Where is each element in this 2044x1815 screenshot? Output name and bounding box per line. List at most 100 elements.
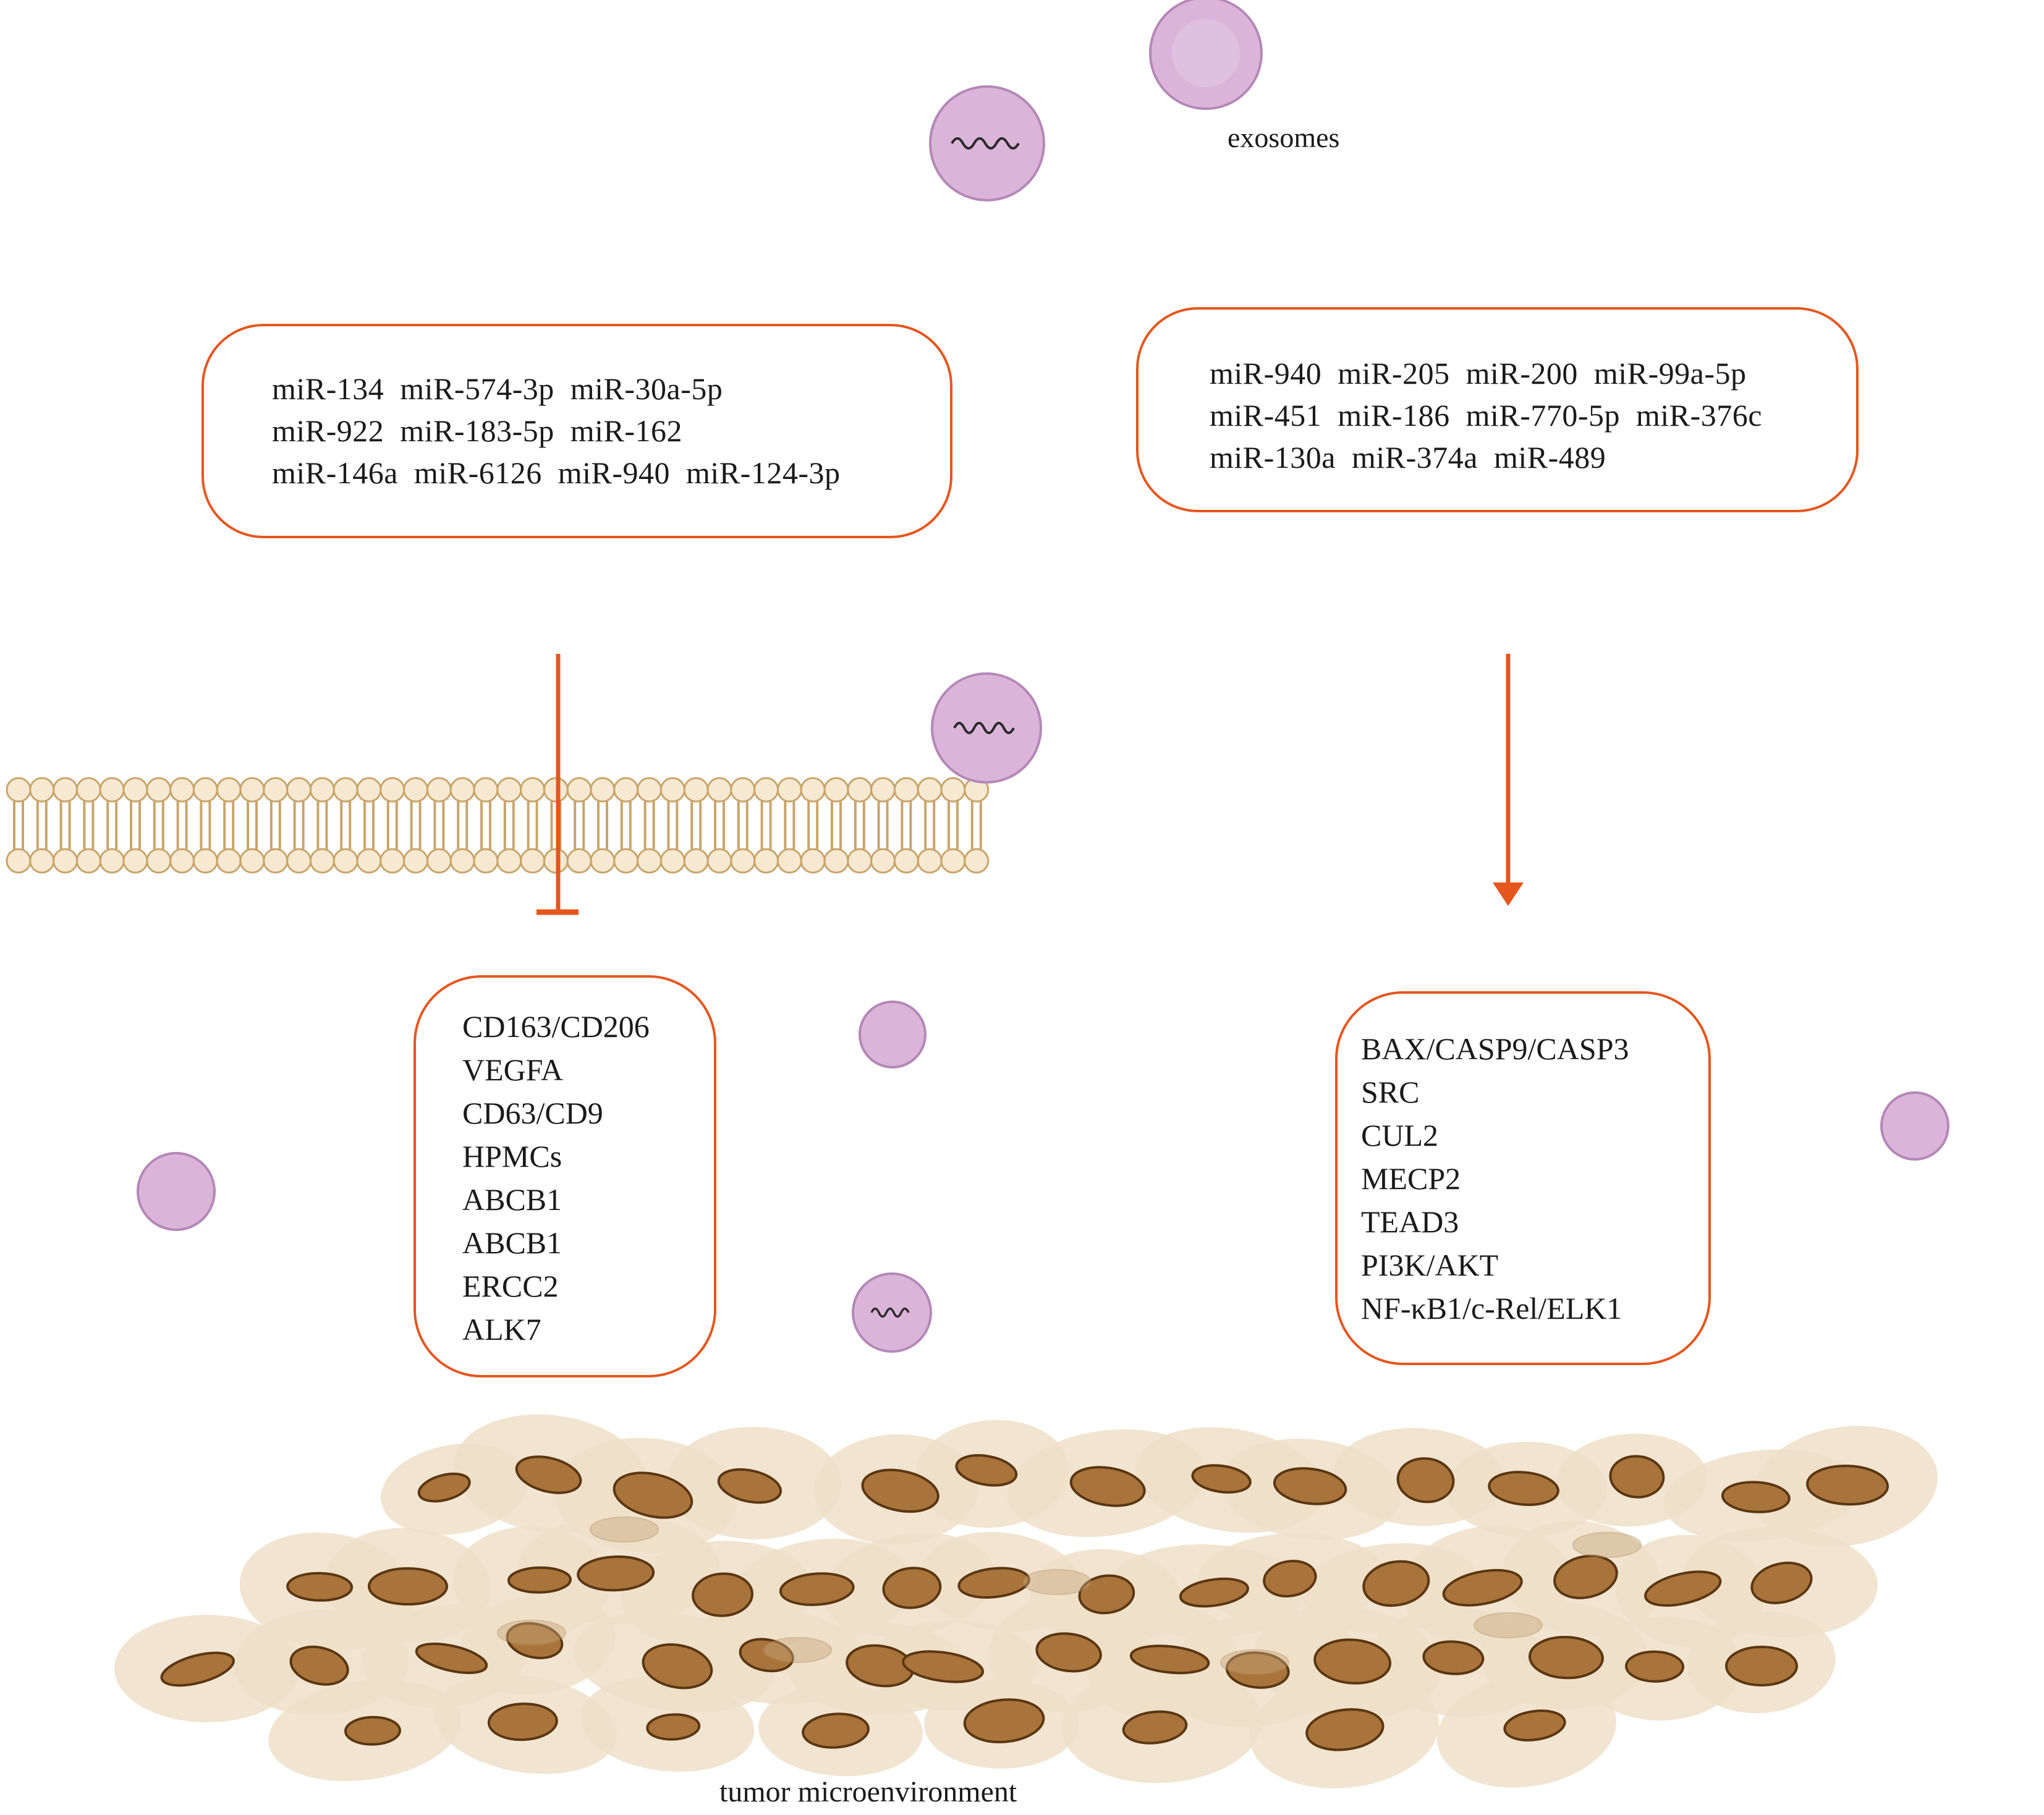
cell-nucleus: [1503, 1709, 1566, 1741]
faded-nucleus: [1022, 1569, 1092, 1595]
target-item: CD63/CD9: [462, 1096, 603, 1130]
exosome: [1149, 0, 1263, 110]
cell-nucleus: [506, 1622, 564, 1659]
mirna-line: miR-922 miR-183-5p miR-162: [272, 413, 682, 448]
faded-nucleus: [1474, 1612, 1543, 1638]
lipid-head: [75, 777, 101, 803]
cell-nucleus: [1313, 1638, 1392, 1685]
lipid-head: [590, 848, 616, 874]
cell-nucleus: [1263, 1560, 1317, 1597]
lipid-head: [706, 848, 732, 874]
cell-nucleus: [1129, 1644, 1210, 1675]
cell-nucleus: [739, 1638, 794, 1672]
lipid-head: [613, 848, 639, 874]
lipid-head: [99, 848, 125, 874]
faded-nucleus: [1220, 1649, 1289, 1675]
cell-nucleus: [507, 1566, 572, 1594]
lipid-head: [847, 848, 873, 874]
lipid-head: [146, 848, 172, 874]
mirna-line: miR-134 miR-574-3p miR-30a-5p: [272, 371, 723, 406]
cell-nucleus: [1750, 1562, 1813, 1604]
lipid-head: [216, 777, 242, 803]
lipid-head: [239, 777, 265, 803]
lipid-head: [659, 848, 685, 874]
lipid-head: [776, 848, 802, 874]
cell-nucleus: [344, 1716, 402, 1746]
exosome: [137, 1152, 216, 1231]
lipid-head: [543, 777, 569, 803]
lipid-head: [940, 848, 966, 874]
lipid-head: [543, 848, 569, 874]
mirna-line: miR-940 miR-205 miR-200 miR-99a-5p: [1210, 356, 1747, 391]
lipid-head: [333, 848, 358, 874]
lipid-head: [753, 848, 779, 874]
lipid-head: [380, 848, 405, 874]
lipid-head: [356, 848, 382, 874]
cell-nucleus: [1725, 1646, 1798, 1686]
faded-nucleus: [590, 1517, 659, 1542]
rna-strand-icon: [951, 137, 1020, 150]
lipid-head: [730, 777, 756, 803]
cell-nucleus: [1362, 1560, 1430, 1607]
cell-nucleus: [1396, 1457, 1455, 1504]
cell-nucleus: [642, 1643, 713, 1690]
mirna-line: miR-451 miR-186 miR-770-5p miR-376c: [1210, 398, 1762, 433]
lipid-head: [263, 777, 289, 803]
cell-nucleus: [415, 1642, 488, 1674]
lipid-head: [893, 848, 919, 874]
lipid-head: [870, 777, 896, 803]
cell-nucleus: [160, 1651, 235, 1687]
target-item: ALK7: [462, 1312, 541, 1347]
inhibitory-mirna-box: miR-134 miR-574-3p miR-30a-5p miR-922 mi…: [201, 324, 952, 538]
lipid-head: [566, 777, 592, 803]
cell-nucleus: [1528, 1636, 1604, 1680]
cell-nucleus: [955, 1454, 1018, 1487]
cell-nucleus: [1191, 1464, 1252, 1494]
lipid-head: [380, 777, 405, 803]
lipid-head: [683, 777, 709, 803]
target-item: ERCC2: [462, 1269, 559, 1303]
cell-nucleus: [1644, 1570, 1722, 1607]
rna-strand-icon: [953, 722, 1015, 734]
cell-nucleus: [1122, 1710, 1188, 1745]
promoting-mirna-box: miR-940 miR-205 miR-200 miR-99a-5p miR-4…: [1136, 307, 1859, 512]
target-item: NF-κB1/c-Rel/ELK1: [1361, 1291, 1622, 1326]
lipid-head: [613, 777, 639, 803]
cell-nucleus: [487, 1703, 558, 1741]
lipid-head: [309, 777, 335, 803]
lipid-head: [6, 848, 32, 874]
target-item: VEGFA: [462, 1052, 563, 1087]
lipid-head: [847, 777, 873, 803]
lipid-head: [823, 777, 849, 803]
lipid-head: [333, 777, 358, 803]
faded-nucleus: [763, 1637, 832, 1663]
lipid-head: [239, 848, 265, 874]
rna-strand-icon: [870, 1307, 910, 1318]
cell-nucleus: [515, 1455, 582, 1494]
target-item: CUL2: [1361, 1118, 1438, 1153]
cell-nucleus: [963, 1698, 1045, 1743]
cell-nucleus: [1625, 1650, 1685, 1683]
lipid-head: [566, 848, 592, 874]
lipid-head: [753, 777, 779, 803]
lipid-head: [426, 777, 452, 803]
lipid-head: [730, 848, 756, 874]
exosome-with-rna: [852, 1272, 932, 1353]
exosome-with-rna: [931, 672, 1042, 784]
cell-nuclei: [160, 1454, 1889, 1751]
cell-nucleus: [1225, 1651, 1290, 1689]
mirna-line: miR-130a miR-374a miR-489: [1210, 440, 1606, 475]
lipid-head: [473, 848, 499, 874]
cell-nucleus: [289, 1645, 349, 1686]
lipid-head: [403, 777, 429, 803]
cell-nucleus: [1553, 1554, 1618, 1599]
lipid-head: [53, 848, 78, 874]
lipid-head: [520, 777, 546, 803]
cell-nucleus: [286, 1572, 354, 1602]
cell-nucleus: [1609, 1455, 1665, 1499]
cell-bodies: [114, 1414, 1938, 1788]
lipid-head: [403, 848, 429, 874]
lipid-head: [800, 848, 826, 874]
target-item: TEAD3: [1361, 1204, 1459, 1239]
lipid-head: [309, 848, 335, 874]
